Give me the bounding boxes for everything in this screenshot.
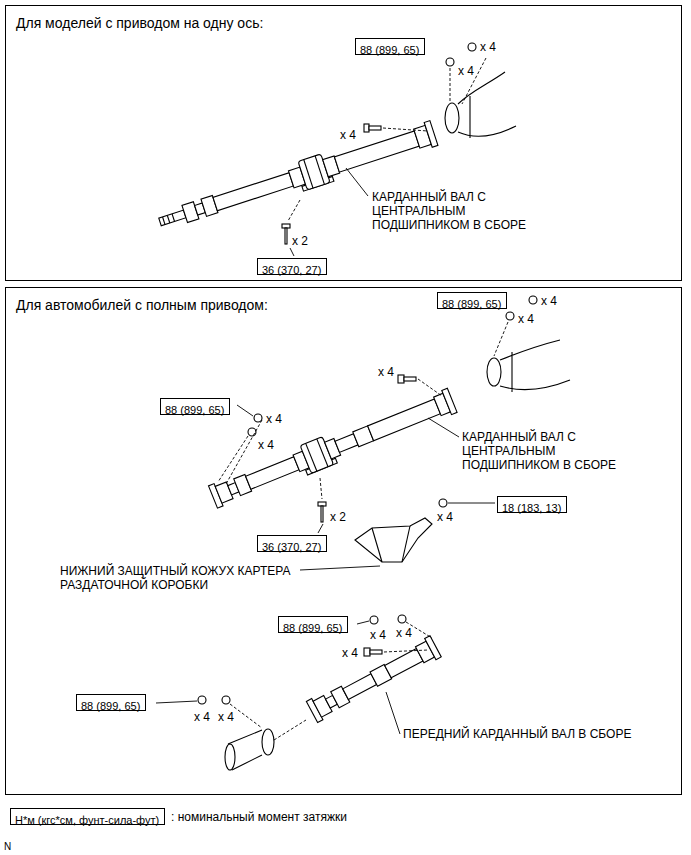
torque-spec-box: 88 (899, 65) (160, 398, 230, 415)
quantity-label: x 4 (458, 64, 474, 78)
torque-value: 88 (899, 65) (360, 44, 419, 57)
torque-value: Н*м (кгс*см, фунт-сила-фут) (15, 814, 159, 827)
quantity-label: x 4 (378, 365, 394, 379)
component-panel: Для автомобилей с полным приводом: 88 (89… (5, 287, 682, 795)
quantity-label: x 4 (266, 412, 282, 426)
quantity-label: x 4 (340, 128, 356, 142)
quantity-label: x 2 (292, 234, 308, 248)
part-name-label: ПЕРЕДНИЙ КАРДАННЫЙ ВАЛ В СБОРЕ (403, 727, 631, 741)
torque-value: 18 (183, 13) (502, 502, 561, 515)
torque-value: 88 (899, 65) (283, 622, 342, 635)
quantity-label: x 4 (258, 438, 274, 452)
component-panel: Для моделей с приводом на одну ось: 88 (8… (5, 5, 682, 281)
quantity-label: x 4 (518, 312, 534, 326)
legend-text: : номинальный момент затяжки (171, 810, 347, 824)
quantity-label: x 2 (330, 510, 346, 524)
quantity-label: x 4 (480, 40, 496, 54)
torque-spec-box: 88 (899, 65) (355, 38, 425, 55)
part-name-label: НИЖНИЙ ЗАЩИТНЫЙ КОЖУХ КАРТЕРА РАЗДАТОЧНО… (60, 564, 298, 592)
quantity-label: x 4 (541, 294, 557, 308)
panel-heading: Для автомобилей с полным приводом: (6, 288, 278, 322)
quantity-label: x 4 (194, 710, 210, 724)
torque-value: 88 (899, 65) (165, 404, 224, 417)
legend-sample-box: Н*м (кгс*см, фунт-сила-фут) (10, 808, 165, 825)
page-marker: N (4, 840, 11, 854)
quantity-label: x 4 (370, 628, 386, 642)
torque-value: 88 (899, 65) (442, 298, 501, 311)
panel-heading: Для моделей с приводом на одну ось: (6, 6, 273, 40)
torque-spec-box: 88 (899, 65) (437, 292, 507, 309)
quantity-label: x 4 (218, 710, 234, 724)
quantity-label: x 4 (437, 510, 453, 524)
torque-spec-box: 88 (899, 65) (76, 694, 146, 711)
quantity-label: x 4 (396, 626, 412, 640)
torque-value: 36 (370, 27) (262, 264, 321, 277)
quantity-label: x 4 (342, 646, 358, 660)
torque-spec-box: 36 (370, 27) (257, 535, 327, 552)
torque-spec-box: 18 (183, 13) (497, 496, 567, 513)
torque-spec-box: 88 (899, 65) (278, 616, 348, 633)
torque-spec-box: 36 (370, 27) (257, 258, 327, 275)
torque-value: 88 (899, 65) (81, 700, 140, 713)
part-name-label: КАРДАННЫЙ ВАЛ С ЦЕНТРАЛЬНЫМ ПОДШИПНИКОМ … (372, 190, 542, 232)
torque-value: 36 (370, 27) (262, 541, 321, 554)
part-name-label: КАРДАННЫЙ ВАЛ С ЦЕНТРАЛЬНЫМ ПОДШИПНИКОМ … (462, 430, 632, 472)
